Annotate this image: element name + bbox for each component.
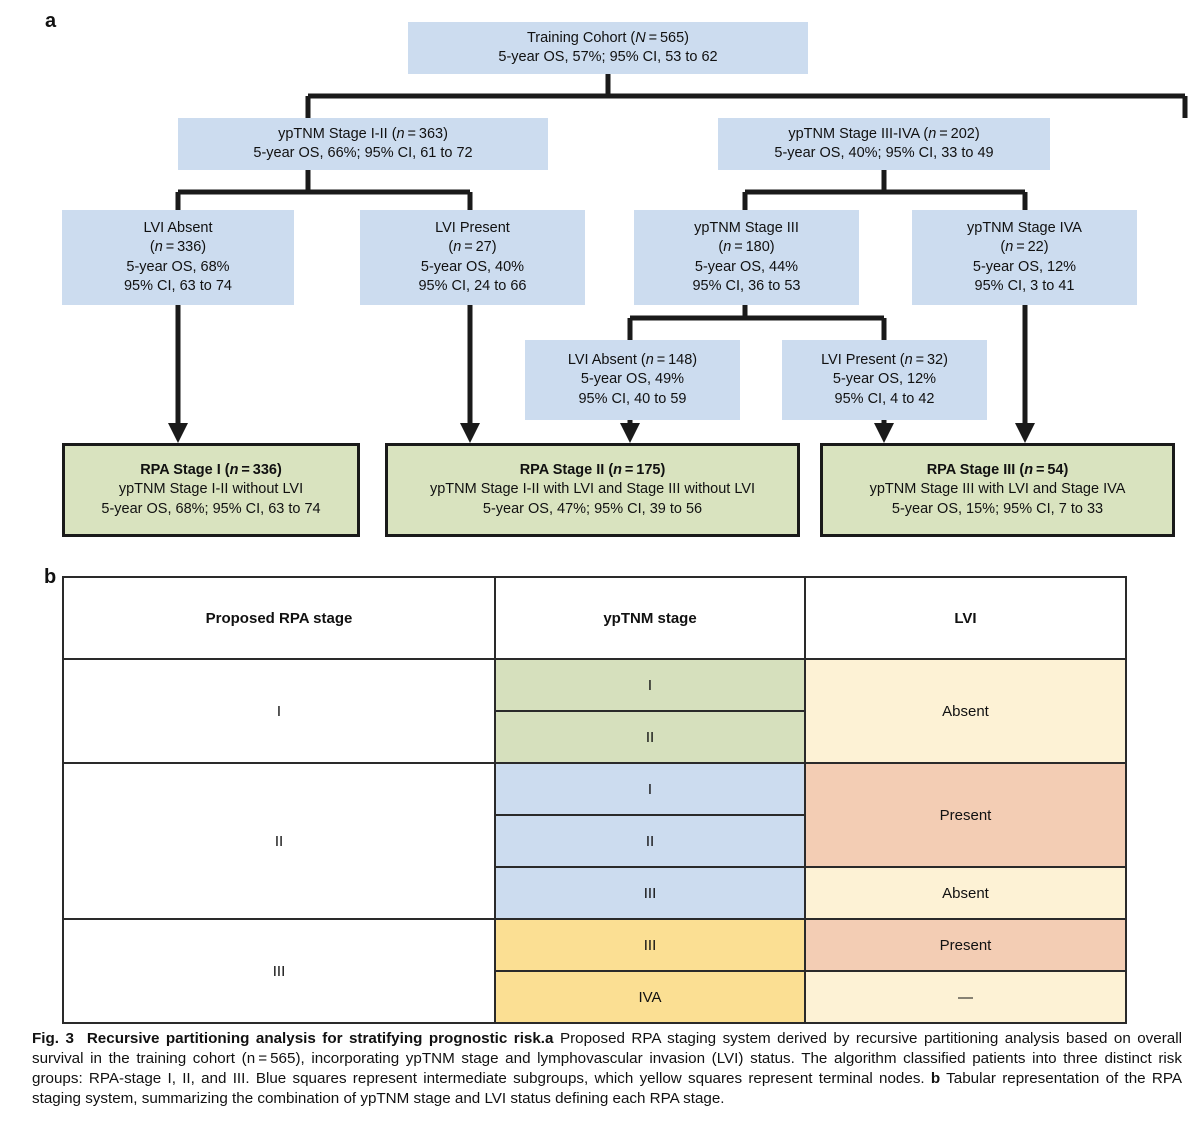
tree-node-lvi-absent-336-line-2: (n = 336) <box>149 239 207 256</box>
rpa-staging-table: Proposed RPA stage ypTNM stage LVI I I A… <box>62 576 1127 1024</box>
panel-b-label: b <box>44 566 57 588</box>
tree-node-yptnm-stage-iii-180-line-1: ypTNM Stage III <box>694 219 799 236</box>
tree-node-lvi-present-32-line-1: LVI Present (n = 32) <box>821 352 948 369</box>
cell-rpa-stage-ii: II <box>62 762 496 920</box>
cell-rpa-stage-iii: III <box>62 918 496 1024</box>
tree-node-lvi-absent-148-line-3: 95% CI, 40 to 59 <box>578 390 687 407</box>
panel-a-tree: a <box>0 0 1200 560</box>
tree-node-yptnm-stage-iii-180-line-3: 5-year OS, 44% <box>694 258 799 275</box>
tree-node-lvi-present-32-line-2: 5-year OS, 12% <box>832 371 937 388</box>
tree-node-rpa-stage-ii-line-2: 5-year OS, 47%; 95% CI, 39 to 56 <box>482 500 703 517</box>
cell-lvi-absent-row5: Absent <box>804 866 1127 920</box>
tree-node-rpa-stage-i-line-1: ypTNM Stage I-II without LVI <box>118 481 304 498</box>
tree-node-yptnm-stage-iva-22-line-2: (n = 22) <box>1000 239 1049 256</box>
cell-yptnm-ii-row4: II <box>494 814 806 868</box>
caption-part-a-label: a <box>545 1030 554 1047</box>
tree-node-lvi-absent-336-line-3: 5-year OS, 68% <box>126 258 230 275</box>
cell-lvi-dash-row7: — <box>804 970 1127 1024</box>
tree-node-yptnm-stage-iva-22-line-4: 95% CI, 3 to 41 <box>974 277 1075 294</box>
cell-yptnm-ii-row2: II <box>494 710 806 764</box>
tree-node-rpa-stage-iii: RPA Stage III (n = 54) ypTNM Stage III w… <box>820 443 1175 537</box>
tree-node-root-line-2: 5-year OS, 57%; 95% CI, 53 to 62 <box>498 49 718 65</box>
tree-node-lvi-present-27: LVI Present (n = 27) 5-year OS, 40% 95% … <box>360 210 585 305</box>
tree-node-yptnm-stage-iii-180: ypTNM Stage III (n = 180) 5-year OS, 44%… <box>634 210 859 305</box>
caption-part-b-text: Tabular representation of the RPA stagin… <box>32 1070 1182 1108</box>
table-row: I I Absent <box>62 658 1127 764</box>
tree-node-lvi-absent-148: LVI Absent (n = 148) 5-year OS, 49% 95% … <box>525 340 740 420</box>
tree-node-root: Training Cohort (N = 565) 5-year OS, 57%… <box>408 22 808 74</box>
cell-yptnm-iva-row7: IVA <box>494 970 806 1024</box>
cell-lvi-present-row6: Present <box>804 918 1127 972</box>
tree-node-lvi-absent-148-line-1: LVI Absent (n = 148) <box>567 352 698 369</box>
tree-node-lvi-present-27-line-4: 95% CI, 24 to 66 <box>418 277 527 294</box>
tree-node-rpa-stage-ii-line-1: ypTNM Stage I-II with LVI and Stage III … <box>429 481 756 498</box>
tree-node-lvi-absent-336-line-1: LVI Absent <box>143 219 213 236</box>
column-header-proposed-rpa-stage: Proposed RPA stage <box>62 576 496 660</box>
figure-caption: Fig. 3 Recursive partitioning analysis f… <box>32 1029 1182 1109</box>
tree-node-lvi-present-27-line-2: (n = 27) <box>448 239 497 256</box>
tree-node-root-line-1: Training Cohort (N = 565) <box>526 29 690 46</box>
tree-node-yptnm-stage-iii-iva-line-1: ypTNM Stage III-IVA (n = 202) <box>788 125 980 142</box>
tree-node-lvi-present-32: LVI Present (n = 32) 5-year OS, 12% 95% … <box>782 340 987 420</box>
caption-part-b-label: b <box>930 1070 941 1088</box>
tree-node-yptnm-stage-iii-iva-line-2: 5-year OS, 40%; 95% CI, 33 to 49 <box>774 145 994 161</box>
tree-node-lvi-absent-336: LVI Absent (n = 336) 5-year OS, 68% 95% … <box>62 210 294 305</box>
tree-node-lvi-absent-148-line-2: 5-year OS, 49% <box>580 371 685 388</box>
cell-yptnm-iii-row5: III <box>494 866 806 920</box>
table-header-row: Proposed RPA stage ypTNM stage LVI <box>62 576 1127 660</box>
tree-connectors <box>168 74 1188 443</box>
table-row: III Absent <box>63 866 1127 920</box>
cell-rpa-stage-i: I <box>62 658 496 764</box>
tree-node-rpa-stage-i-title: RPA Stage I (n = 336) <box>140 462 282 479</box>
panel-a-label: a <box>45 10 57 32</box>
tree-node-yptnm-stage-iva-22-line-1: ypTNM Stage IVA <box>967 219 1082 236</box>
cell-lvi-absent-row1: Absent <box>804 658 1127 764</box>
table-row: II <box>63 710 1126 764</box>
tree-node-lvi-absent-336-line-4: 95% CI, 63 to 74 <box>123 277 232 294</box>
tree-node-yptnm-stage-iii-iva: ypTNM Stage III-IVA (n = 202) 5-year OS,… <box>718 118 1050 170</box>
table-row: II I Present <box>62 762 1127 920</box>
tree-node-rpa-stage-i-line-2: 5-year OS, 68%; 95% CI, 63 to 74 <box>101 500 321 517</box>
tree-node-yptnm-stage-i-ii: ypTNM Stage I-II (n = 363) 5-year OS, 66… <box>178 118 548 170</box>
caption-figure-number: Fig. 3 <box>32 1030 74 1047</box>
tree-node-rpa-stage-iii-title: RPA Stage III (n = 54) <box>926 462 1069 479</box>
tree-node-yptnm-stage-i-ii-line-2: 5-year OS, 66%; 95% CI, 61 to 72 <box>253 145 473 161</box>
tree-node-yptnm-stage-iii-180-line-4: 95% CI, 36 to 53 <box>692 277 801 294</box>
tree-node-lvi-present-32-line-3: 95% CI, 4 to 42 <box>834 390 935 407</box>
tree-node-lvi-present-27-line-3: 5-year OS, 40% <box>420 258 525 275</box>
cell-yptnm-iii-row6: III <box>494 918 806 972</box>
tree-node-yptnm-stage-i-ii-line-1: ypTNM Stage I-II (n = 363) <box>278 125 448 142</box>
table-row: III III Present <box>62 918 1127 1024</box>
tree-node-yptnm-stage-iva-22: ypTNM Stage IVA (n = 22) 5-year OS, 12% … <box>912 210 1137 305</box>
tree-node-yptnm-stage-iva-22-line-3: 5-year OS, 12% <box>972 258 1077 275</box>
cell-yptnm-i-row3: I <box>494 762 806 816</box>
column-header-yptnm-stage: ypTNM stage <box>494 576 806 660</box>
cell-yptnm-i-row1: I <box>494 658 806 712</box>
table-row: II <box>63 814 1126 868</box>
tree-node-rpa-stage-i: RPA Stage I (n = 336) ypTNM Stage I-II w… <box>62 443 360 537</box>
column-header-lvi: LVI <box>804 576 1127 660</box>
caption-part-a-text: Proposed RPA staging system derived by r… <box>32 1030 1182 1088</box>
tree-node-rpa-stage-ii-title: RPA Stage II (n = 175) <box>519 462 666 479</box>
tree-node-lvi-present-27-line-1: LVI Present <box>435 219 510 236</box>
cell-lvi-present-row3: Present <box>804 762 1127 868</box>
tree-node-yptnm-stage-iii-180-line-2: (n = 180) <box>718 239 775 256</box>
panel-b-table-wrapper: Proposed RPA stage ypTNM stage LVI I I A… <box>62 576 1127 1024</box>
caption-title: Recursive partitioning analysis for stra… <box>86 1030 546 1047</box>
tree-node-rpa-stage-ii: RPA Stage II (n = 175) ypTNM Stage I-II … <box>385 443 800 537</box>
tree-node-rpa-stage-iii-line-2: 5-year OS, 15%; 95% CI, 7 to 33 <box>891 500 1104 517</box>
tree-node-rpa-stage-iii-line-1: ypTNM Stage III with LVI and Stage IVA <box>869 481 1126 498</box>
table-row: IVA — <box>63 970 1127 1024</box>
